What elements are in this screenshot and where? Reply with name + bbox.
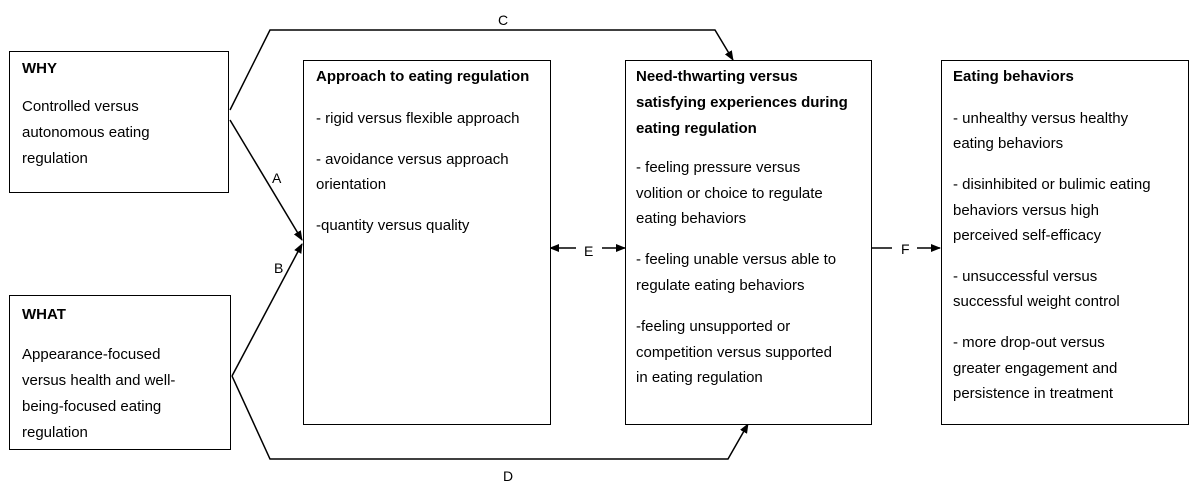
need-line: - feeling unable versus able to xyxy=(636,251,837,268)
label-a: A xyxy=(272,170,282,186)
what-title: WHAT xyxy=(22,306,66,323)
label-c: C xyxy=(498,12,509,28)
behaviors-line: - more drop-out versus xyxy=(953,334,1105,351)
need-line: competition versus supported xyxy=(636,344,832,361)
approach-line: -quantity versus quality xyxy=(316,217,470,234)
behaviors-line: - unhealthy versus healthy xyxy=(953,110,1129,127)
behaviors-line: persistence in treatment xyxy=(953,385,1114,402)
what-line: Appearance-focused xyxy=(22,346,161,363)
label-b: B xyxy=(274,260,284,276)
label-e: E xyxy=(584,243,594,259)
need-line: volition or choice to regulate xyxy=(636,185,823,202)
behaviors-title: Eating behaviors xyxy=(953,68,1074,85)
need-line: eating behaviors xyxy=(636,210,747,227)
need-box xyxy=(625,60,872,425)
why-box xyxy=(9,51,229,193)
arrow-d xyxy=(231,375,749,460)
behaviors-line: successful weight control xyxy=(953,293,1120,310)
need-title: Need-thwarting versus xyxy=(636,68,798,85)
behaviors-line: greater engagement and xyxy=(953,360,1118,377)
why-line: regulation xyxy=(22,150,88,167)
behaviors-line: - unsuccessful versus xyxy=(953,268,1098,285)
label-f: F xyxy=(901,241,910,257)
need-title: satisfying experiences during xyxy=(636,94,848,111)
behaviors-line: perceived self-efficacy xyxy=(953,227,1102,244)
what-box xyxy=(9,295,231,450)
need-line: in eating regulation xyxy=(636,369,763,386)
arrow-c xyxy=(229,29,734,111)
why-title: WHY xyxy=(22,60,57,77)
arrow-a xyxy=(229,119,303,241)
behaviors-box xyxy=(941,60,1189,425)
approach-title: Approach to eating regulation xyxy=(316,68,530,85)
what-line: versus health and well- xyxy=(22,372,176,389)
approach-box xyxy=(303,60,551,425)
what-line: being-focused eating xyxy=(22,398,162,415)
approach-line: orientation xyxy=(316,176,387,193)
need-title: eating regulation xyxy=(636,120,757,137)
behaviors-line: behaviors versus high xyxy=(953,202,1099,219)
why-line: autonomous eating xyxy=(22,124,150,141)
approach-line: - avoidance versus approach xyxy=(316,151,509,168)
label-d: D xyxy=(503,468,514,484)
why-line: Controlled versus xyxy=(22,98,139,115)
need-line: -feeling unsupported or xyxy=(636,318,791,335)
what-line: regulation xyxy=(22,424,88,441)
need-line: - feeling pressure versus xyxy=(636,159,801,176)
behaviors-line: - disinhibited or bulimic eating xyxy=(953,176,1151,193)
need-line: regulate eating behaviors xyxy=(636,277,805,294)
approach-line: - rigid versus flexible approach xyxy=(316,110,520,127)
arrow-b xyxy=(231,243,303,377)
behaviors-line: eating behaviors xyxy=(953,135,1064,152)
